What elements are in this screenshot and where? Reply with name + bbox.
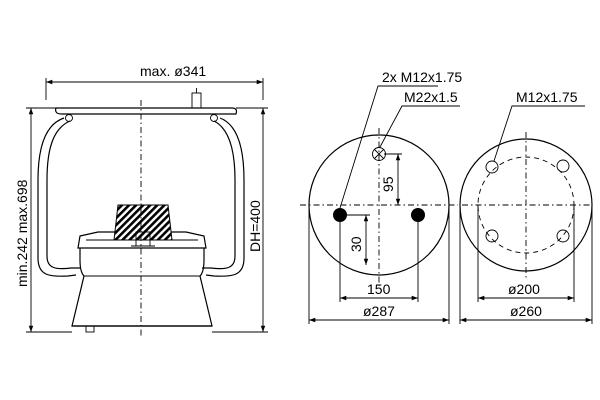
- bolt-thread-label: M12x1.75: [516, 89, 578, 105]
- bellow-right-outer: [205, 117, 245, 277]
- rubber-bumper: [113, 204, 173, 241]
- crimp-left: [65, 114, 73, 122]
- dim-150-label: 150: [367, 281, 391, 297]
- piston-cap: [77, 231, 207, 249]
- bolt-hole-top-left: [485, 160, 499, 174]
- piston-body: [71, 248, 213, 327]
- top-plate-view: 2x M12x1.75 M22x1.5 95 30 150 ø287: [300, 69, 462, 324]
- air-fitting-stud: [191, 92, 202, 109]
- piston-base-tab: [85, 325, 95, 333]
- piston-diameter-label: ø260: [510, 303, 542, 319]
- bellow-left-outer: [37, 117, 77, 277]
- bolt-circle-label: ø200: [508, 281, 540, 297]
- bolt-hole-top-right: [556, 159, 570, 173]
- stud-right: [411, 208, 425, 222]
- piston-bottom-view: M12x1.75 ø200 ø260: [459, 89, 593, 324]
- max-diameter-label: max. ø341: [140, 63, 206, 79]
- bellow-left-inner: [46, 120, 80, 270]
- side-view: max. ø341 min.242 max.698: [14, 63, 268, 338]
- dim-95-label: 95: [380, 176, 396, 192]
- bellow-right-inner: [202, 120, 236, 270]
- air-fitting-cross-b: [374, 149, 384, 159]
- air-fitting-label: M22x1.5: [404, 89, 458, 105]
- bolt-thread-leader: [493, 105, 585, 162]
- bolt-hole-bottom-right: [556, 229, 570, 243]
- top-plate-diameter-label: ø287: [363, 303, 395, 319]
- dim-30-label: 30: [348, 236, 364, 252]
- air-fitting-leader: [379, 105, 460, 148]
- thread-pair-leader: [339, 85, 438, 209]
- design-height-label: DH=400: [247, 200, 263, 252]
- stud-left: [333, 208, 347, 222]
- bolt-hole-bottom-left: [485, 229, 499, 243]
- height-range-label: min.242 max.698: [14, 179, 30, 287]
- thread-pair-label: 2x M12x1.75: [382, 69, 462, 85]
- crimp-right: [210, 114, 218, 122]
- top-plate: [55, 107, 238, 115]
